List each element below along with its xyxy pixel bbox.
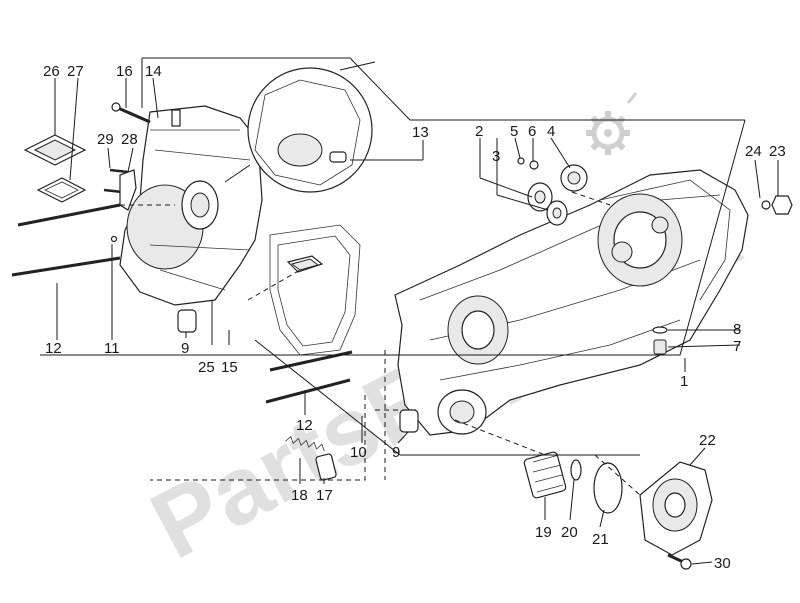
- reed-gaskets: [23, 134, 87, 203]
- callout-10: 10: [350, 444, 367, 461]
- callout-25: 25: [198, 359, 215, 376]
- callout-22: 22: [699, 432, 716, 449]
- callout-24: 24: [745, 143, 762, 160]
- callout-11: 11: [104, 340, 120, 357]
- callout-9-center: 9: [392, 444, 400, 461]
- center-gasket: [269, 224, 361, 356]
- callout-14: 14: [145, 63, 162, 80]
- callout-12-left: 12: [45, 340, 62, 357]
- callout-19: 19: [535, 524, 552, 541]
- drain-plug: [652, 195, 793, 355]
- callout-18: 18: [291, 487, 308, 504]
- guide-lines: [40, 57, 746, 496]
- bushing-9-main: [399, 409, 419, 433]
- gear-icon: [586, 92, 638, 155]
- bushing-9-left: [177, 309, 197, 333]
- callout-17: 17: [316, 487, 333, 504]
- callout-4: 4: [547, 123, 555, 140]
- callout-3: 3: [492, 148, 500, 165]
- callout-26: 26: [43, 63, 60, 80]
- leader-lines: [54, 77, 779, 565]
- callout-8: 8: [733, 321, 741, 338]
- callout-1: 1: [680, 373, 688, 390]
- callout-13: 13: [412, 124, 429, 141]
- callout-20: 20: [561, 524, 578, 541]
- callout-27: 27: [67, 63, 84, 80]
- callout-28: 28: [121, 131, 138, 148]
- callout-9-left: 9: [181, 340, 189, 357]
- callout-2: 2: [475, 123, 483, 140]
- callout-6: 6: [528, 123, 536, 140]
- callout-5: 5: [510, 123, 518, 140]
- callout-16: 16: [116, 63, 133, 80]
- studs-left: [11, 203, 121, 277]
- callout-23: 23: [769, 143, 786, 160]
- spring-and-plunger: [285, 435, 337, 481]
- callout-labels: 26 27 16 14 29 28 13 2 5 6 4 3 24 23 12 …: [43, 63, 786, 572]
- callout-21: 21: [592, 531, 609, 548]
- callout-30: 30: [714, 555, 731, 572]
- small-bolts: [103, 102, 151, 211]
- callout-7: 7: [733, 338, 741, 355]
- bearings: [517, 157, 588, 226]
- main-crankcase: [394, 169, 749, 436]
- oil-filter-assembly: [523, 451, 713, 570]
- callout-12-center: 12: [296, 417, 313, 434]
- callout-15: 15: [221, 359, 238, 376]
- left-crankcase-half: [119, 105, 263, 333]
- callout-29: 29: [97, 131, 114, 148]
